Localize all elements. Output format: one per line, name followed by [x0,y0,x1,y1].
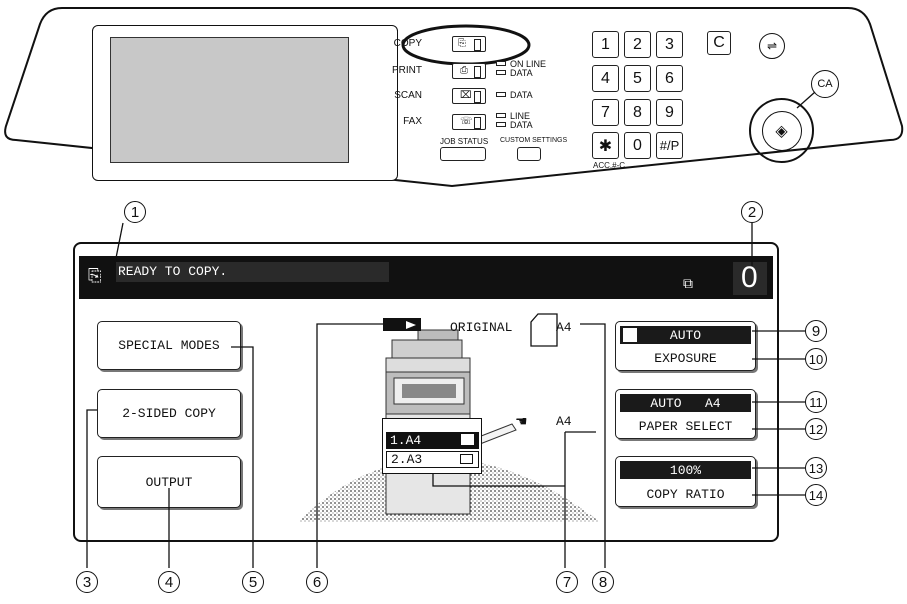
copy-icon: ⎘ [458,38,466,49]
start-icon: ◈ [761,110,802,151]
callout-3: 3 [76,571,98,593]
scan-arrow-icon [406,321,416,329]
copy-count: 0 [741,261,758,294]
callout-14: 14 [805,484,827,506]
tray-1-paper-icon [461,434,474,445]
panel-lcd-screen [110,37,349,163]
start-key[interactable]: ◈ [749,98,814,163]
fax-key-lamp [474,117,481,129]
fax-icon: ☏ [460,116,473,127]
scanner-icon: ⌧ [460,90,472,101]
key-hash-p[interactable]: #/P [656,132,683,159]
two-sided-copy-button[interactable]: 2-SIDED COPY [97,389,241,438]
printer-icon: ⎙ [460,65,468,76]
clear-key[interactable]: C [707,31,731,55]
callout-4: 4 [158,571,180,593]
custom-settings-key[interactable] [517,147,541,161]
callout-12: 12 [805,418,827,440]
key-3[interactable]: 3 [656,31,683,58]
print-key-lamp [474,66,481,78]
exposure-value: AUTO [620,326,751,344]
key-asterisk[interactable]: ✱ [592,132,619,159]
key-5[interactable]: 5 [624,65,651,92]
fax-mode-key[interactable]: ☏ [452,114,486,130]
line-led [496,113,506,118]
interrupt-key[interactable]: ⇌ [759,33,785,59]
bypass-hand-icon: ☚ [515,413,528,429]
callout-9: 9 [805,320,827,342]
copy-count-box [733,262,767,295]
exposure-icon [623,328,637,342]
copy-mode-icon: ⎘ [88,266,102,285]
callout-10: 10 [805,348,827,370]
original-size: A4 [556,320,572,335]
exposure-label: EXPOSURE [654,351,717,366]
key-1[interactable]: 1 [592,31,619,58]
paper-select-value: AUTO A4 [620,394,751,412]
tray-2-label: 2.A3 [391,452,423,467]
scan-data-led [496,92,506,97]
copy-ratio-label: COPY RATIO [646,487,725,502]
scan-mode-key[interactable]: ⌧ [452,88,486,104]
key-0[interactable]: 0 [624,132,651,159]
callout-1: 1 [124,201,146,223]
interrupt-icon: ⇌ [766,39,778,53]
ca-start-connector [796,91,816,109]
custom-settings-label: CUSTOM SETTINGS [500,137,568,144]
job-status-key[interactable] [440,147,486,161]
copy-mode-label: COPY [393,38,422,49]
original-page-icon [530,313,558,347]
callout-11: 11 [805,391,827,413]
acc-label: ACC.#-C [593,161,626,170]
scan-key-lamp [474,91,481,103]
tray-2[interactable]: 2.A3 [386,451,479,468]
key-2[interactable]: 2 [624,31,651,58]
tray-1-label: 1.A4 [390,433,422,448]
key-7[interactable]: 7 [592,99,619,126]
callout-7: 7 [556,571,578,593]
clear-all-key[interactable]: CA [811,70,839,98]
scan-mode-label: SCAN [394,90,422,101]
callout-13: 13 [805,457,827,479]
copy-ratio-value: 100% [620,461,751,479]
tray-1[interactable]: 1.A4 [386,432,479,449]
key-8[interactable]: 8 [624,99,651,126]
fax-data-led [496,122,506,127]
fax-data-indicator-label: DATA [510,120,533,130]
paper-select-label: PAPER SELECT [638,419,733,434]
status-message: READY TO COPY. [118,264,228,279]
print-data-led [496,70,506,75]
online-led [496,61,506,66]
job-status-label: JOB STATUS [440,137,489,146]
callout-6: 6 [306,571,328,593]
bypass-size: A4 [556,414,572,429]
key-4[interactable]: 4 [592,65,619,92]
print-mode-label: PRINT [392,65,422,76]
job-queue-icon: ⧉ [683,275,693,291]
line-indicator-label: LINE [510,111,531,121]
print-mode-key[interactable]: ⎙ [452,63,486,79]
online-indicator-label: ON LINE [510,59,547,69]
original-label: ORIGINAL [450,320,513,335]
callout-8: 8 [592,571,614,593]
key-9[interactable]: 9 [656,99,683,126]
print-data-indicator-label: DATA [510,68,533,78]
copy-key-lamp [474,39,481,51]
fax-mode-label: FAX [403,116,422,127]
copy-mode-key[interactable]: ⎘ [452,36,486,52]
tray-2-paper-icon [460,454,473,464]
callout-2: 2 [741,201,763,223]
key-6[interactable]: 6 [656,65,683,92]
callout-5: 5 [242,571,264,593]
special-modes-button[interactable]: SPECIAL MODES [97,321,241,370]
message-text-area [116,262,389,282]
scan-data-indicator-label: DATA [510,90,533,100]
